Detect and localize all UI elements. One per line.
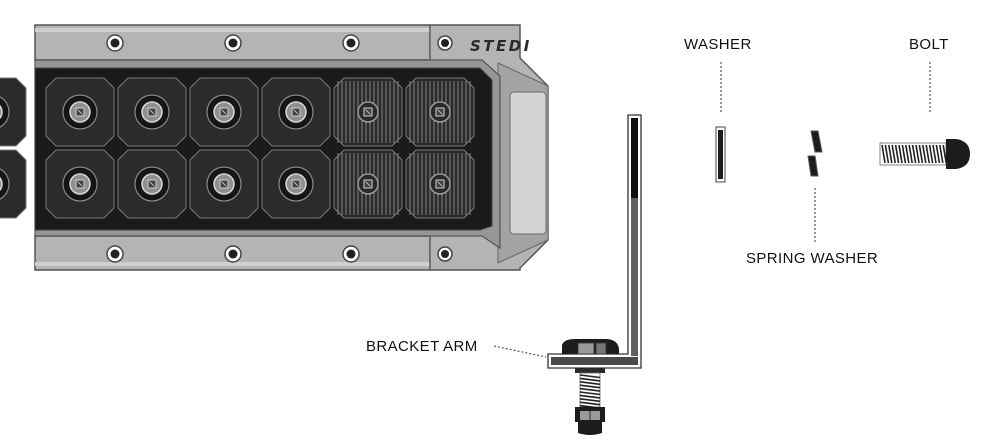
led-pod (261, 149, 331, 219)
led-pod (45, 149, 115, 219)
rail-screw (342, 245, 360, 263)
washer-label: WASHER (684, 36, 752, 53)
led-pod (117, 149, 187, 219)
bracket-arm-label: BRACKET ARM (366, 338, 478, 355)
spot-lens-pod (333, 149, 403, 219)
end-cap-screw (437, 246, 453, 262)
spot-lens-pod (333, 77, 403, 147)
rail-screw (342, 34, 360, 52)
led-pod (117, 77, 187, 147)
rail-screw (224, 245, 242, 263)
light-bar: STEDI (0, 24, 549, 271)
led-pod (0, 77, 27, 147)
spring-washer-label: SPRING WASHER (746, 250, 879, 267)
led-pod (189, 149, 259, 219)
bracket-hardware (562, 339, 619, 435)
bolt-label: BOLT (909, 36, 949, 53)
rail-screw (224, 34, 242, 52)
bracket-arm-leader-line (493, 345, 547, 358)
bolt-head (946, 139, 970, 169)
washer (715, 126, 726, 183)
led-pod (45, 77, 115, 147)
rail-screw (106, 245, 124, 263)
end-cap-screw (437, 35, 453, 51)
spring-washer (807, 130, 823, 177)
bolt (879, 139, 970, 169)
rail-screw (106, 34, 124, 52)
led-pod (261, 77, 331, 147)
spot-lens-pod (405, 149, 475, 219)
led-pod (189, 77, 259, 147)
led-pod (0, 149, 27, 219)
bracket-arm (547, 114, 642, 369)
brand-logo: STEDI (470, 37, 532, 55)
spot-lens-pod (405, 77, 475, 147)
